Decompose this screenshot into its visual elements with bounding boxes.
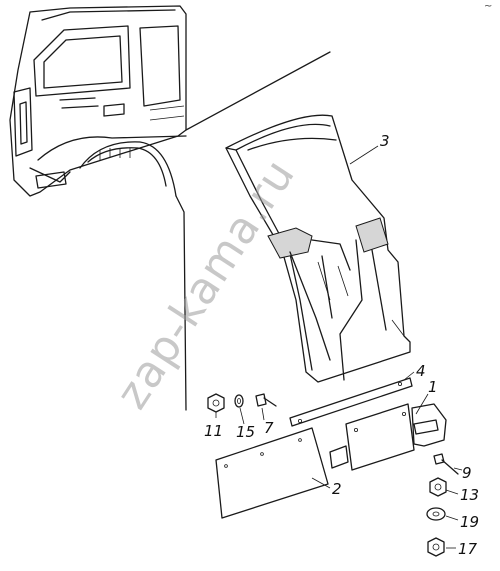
detail-frame-diagonal — [185, 51, 331, 131]
washer-19 — [426, 507, 446, 521]
corner-mark: ~ — [484, 1, 492, 12]
nut-17 — [427, 537, 445, 557]
truck-cab-illustration — [9, 5, 187, 197]
callout-17: 17 — [458, 540, 478, 558]
callout-15: 15 — [236, 423, 255, 441]
bracket — [329, 403, 447, 471]
leader-lines — [215, 145, 463, 549]
callout-4: 4 — [416, 362, 426, 380]
washer-15 — [234, 394, 244, 408]
callout-3: 3 — [380, 132, 390, 150]
callout-2: 2 — [332, 480, 342, 498]
nut-13 — [429, 477, 447, 497]
detail-frame-line — [175, 195, 187, 411]
bolt-7 — [255, 393, 277, 407]
callout-7: 7 — [264, 419, 274, 437]
callout-11: 11 — [204, 422, 223, 440]
callout-19: 19 — [460, 513, 479, 531]
nut-11 — [207, 393, 225, 413]
bolt-9 — [433, 453, 459, 475]
callout-9: 9 — [462, 464, 472, 482]
callout-1: 1 — [428, 378, 438, 396]
callout-13: 13 — [460, 486, 479, 504]
mounting-strip — [289, 377, 413, 427]
watermark: zap-kama.ru — [106, 150, 305, 418]
fender-panel — [225, 114, 411, 383]
rubber-flap — [215, 427, 329, 519]
